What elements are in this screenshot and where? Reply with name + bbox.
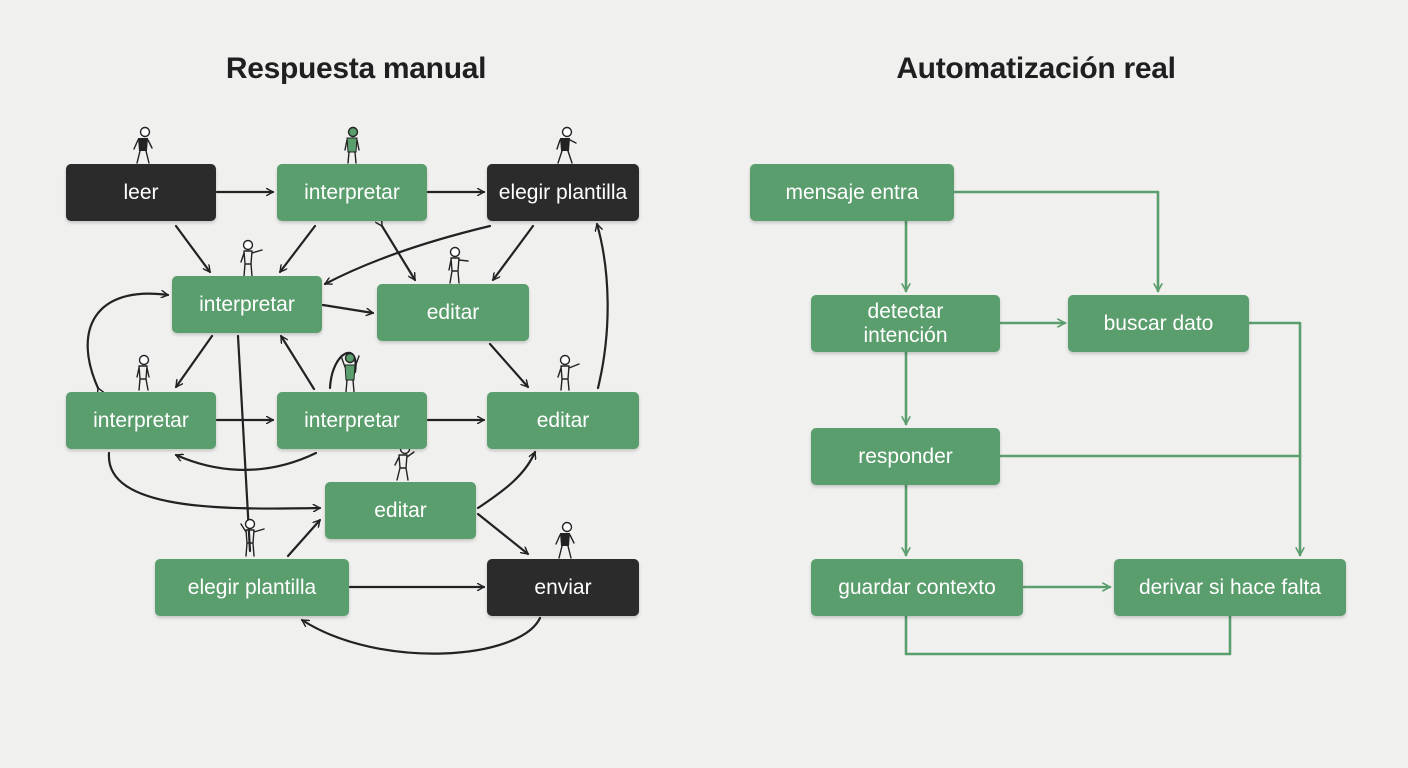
arrow-interp2-editar1 — [321, 303, 373, 313]
arrow-editar2-enviar — [476, 512, 528, 556]
person-figure-icon — [240, 518, 265, 557]
node-interpretar-3: interpretar — [66, 392, 216, 449]
arrow-plantilla1-editar1 — [491, 224, 535, 280]
node-enviar: enviar — [487, 559, 639, 616]
person-figure-icon — [448, 246, 469, 284]
person-figure-icon — [133, 126, 153, 164]
arrow-leer-interp2 — [174, 224, 212, 272]
person-figure-icon — [240, 239, 263, 277]
arrow-interp1-interp2 — [278, 224, 317, 272]
arrow-interp4-interp2 — [279, 336, 316, 391]
person-figure-icon — [394, 443, 415, 481]
node-interpretar-1: interpretar — [277, 164, 427, 221]
arrow-feedback-loop — [904, 614, 1232, 656]
person-figure-icon — [344, 126, 360, 164]
node-elegir-plantilla-1: elegir plantilla — [487, 164, 639, 221]
arrow-buscar-derivar — [1248, 321, 1300, 557]
arrow-mensaje-buscar — [953, 190, 1158, 293]
arrow-plantilla1-interp2 — [325, 224, 492, 286]
arrow-plantilla2-editar2 — [286, 520, 322, 558]
arrow-interp2-editar2 — [236, 334, 252, 553]
node-interpretar-2: interpretar — [172, 276, 322, 333]
arrow-interp3-editar2 — [107, 451, 322, 509]
arrow-interp1-loop — [328, 351, 357, 390]
node-editar-2: editar — [325, 482, 476, 539]
arrow-interp4-interp3 — [176, 451, 318, 471]
node-detectar-intencion: detectar intención — [811, 295, 1000, 352]
node-buscar-dato: buscar dato — [1068, 295, 1249, 352]
arrow-editar1-editar3 — [488, 342, 530, 387]
node-elegir-plantilla-2: elegir plantilla — [155, 559, 349, 616]
person-figure-icon — [556, 126, 577, 164]
arrow-editar2-editar3 — [476, 452, 535, 510]
node-editar-3: editar — [487, 392, 639, 449]
node-responder: responder — [811, 428, 1000, 485]
node-interpretar-4: interpretar — [277, 392, 427, 449]
node-editar-1: editar — [377, 284, 529, 341]
node-derivar-si-hace-falta: derivar si hace falta — [1114, 559, 1346, 616]
automation-title: Automatización real — [896, 52, 1176, 85]
node-guardar-contexto: guardar contexto — [811, 559, 1023, 616]
arrow-enviar-plantilla2 — [302, 616, 542, 655]
person-figure-icon — [557, 354, 580, 391]
person-figure-icon — [555, 521, 575, 559]
manual-response-title: Respuesta manual — [225, 52, 487, 85]
person-figure-icon — [340, 352, 360, 393]
node-mensaje-entra: mensaje entra — [750, 164, 954, 221]
node-leer: leer — [66, 164, 216, 221]
arrow-editar3-plantilla1 — [597, 224, 609, 390]
arrow-loop-interp3-interp2 — [86, 294, 168, 388]
person-figure-icon — [136, 354, 150, 391]
arrow-interp2-interp3 — [174, 334, 214, 387]
